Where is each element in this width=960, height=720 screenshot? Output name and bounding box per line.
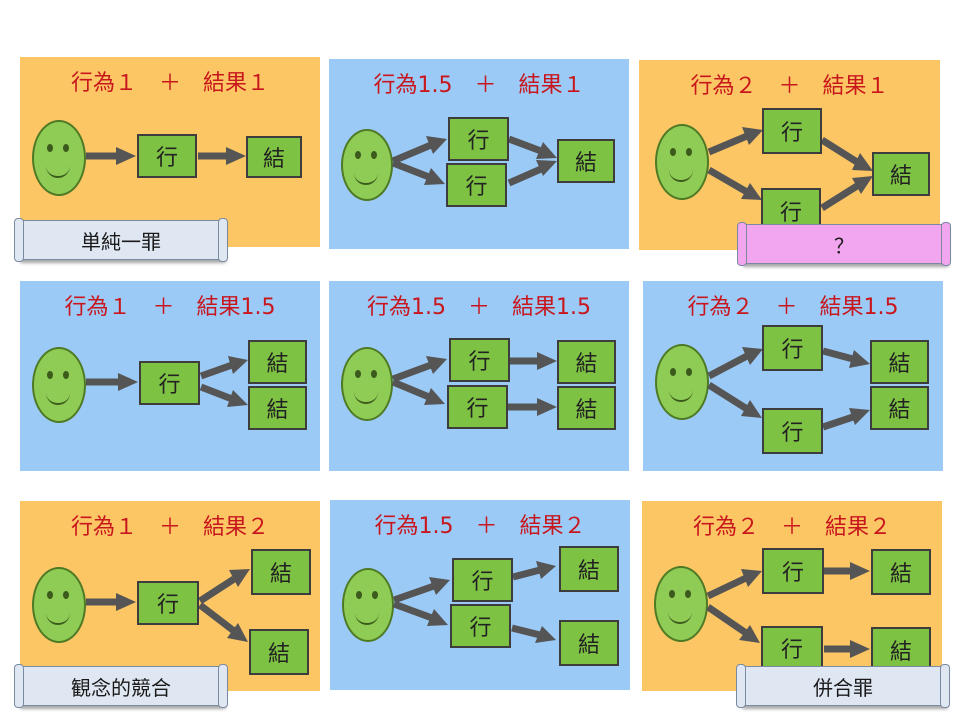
arrows [392, 561, 556, 643]
act-box: 行 [762, 548, 824, 594]
smiley-face-icon [32, 120, 86, 196]
result-box: 結 [249, 629, 309, 675]
smiley-face-icon [32, 567, 86, 643]
smiley-face-icon [655, 124, 709, 200]
act-box: 行 [449, 338, 510, 382]
act-box: 行 [137, 134, 197, 178]
result-box: 結 [251, 549, 311, 595]
arrows [86, 147, 246, 165]
result-box: 結 [872, 152, 930, 196]
panel-title: 行為１ ＋ 結果２ [70, 515, 269, 540]
arrows [707, 127, 873, 211]
label-ideal-concurrence: 観念的競合 [14, 664, 228, 708]
arrows [391, 135, 557, 187]
panel-title: 行為２ ＋ 結果１ [690, 74, 889, 99]
result-box: 結 [248, 340, 307, 384]
panel-title: 行為２ ＋ 結果２ [692, 515, 891, 540]
arrows [86, 356, 248, 407]
act-box: 行 [448, 117, 509, 161]
panel-act2-result2: 行為２ ＋ 結果２ 行 行 結 結 [642, 501, 942, 691]
act-box: 行 [762, 408, 823, 454]
panel-act1_5-result2: 行為1.5 ＋ 結果２ 行 行 結 結 [330, 500, 630, 690]
panel-title: 行為１ ＋ 結果1.5 [64, 295, 276, 320]
act-box: 行 [446, 163, 507, 207]
smiley-face-icon [655, 344, 709, 420]
label-unknown: ？ [737, 222, 951, 266]
arrows [707, 347, 870, 431]
act-box: 行 [447, 385, 508, 429]
panel-title: 行為1.5 ＋ 結果１ [373, 73, 585, 98]
result-box: 結 [557, 386, 616, 430]
panel-act1_5-result1_5: 行為1.5 ＋ 結果1.5 行 行 結 結 [329, 281, 629, 471]
label-simple-crime: 単純一罪 [14, 218, 228, 262]
smiley-face-icon [654, 566, 708, 642]
result-box: 結 [557, 340, 616, 384]
result-box: 結 [248, 386, 307, 430]
result-box: 結 [246, 136, 302, 178]
result-box: 結 [870, 386, 929, 430]
act-box: 行 [450, 604, 511, 648]
panel-title: 行為１ ＋ 結果１ [70, 71, 269, 96]
result-box: 結 [559, 546, 619, 592]
act-box: 行 [139, 361, 200, 405]
arrows [706, 562, 870, 658]
panel-title: 行為２ ＋ 結果1.5 [687, 295, 899, 320]
arrows [391, 352, 557, 416]
panel-act1-result1_5: 行為１ ＋ 結果1.5 行 結 結 [20, 281, 320, 471]
smiley-face-icon [341, 129, 393, 201]
panel-act2-result1_5: 行為２ ＋ 結果1.5 行 行 結 結 [643, 281, 943, 471]
panel-act2-result1: 行為２ ＋ 結果１ 行 行 結 [639, 60, 940, 250]
act-box: 行 [762, 108, 822, 154]
arrows [86, 569, 250, 642]
act-box: 行 [137, 581, 199, 625]
panel-title: 行為1.5 ＋ 結果２ [374, 514, 586, 539]
panel-act1-result2: 行為１ ＋ 結果２ 行 結 結 [20, 501, 320, 691]
smiley-face-icon [32, 347, 86, 423]
panel-act1_5-result1: 行為1.5 ＋ 結果１ 行 行 結 [329, 59, 629, 249]
panel-act1-result1: 行為１ ＋ 結果１ 行 結 [20, 57, 320, 247]
act-box: 行 [452, 558, 513, 602]
smiley-face-icon [342, 568, 394, 642]
panel-title: 行為1.5 ＋ 結果1.5 [367, 295, 591, 320]
result-box: 結 [871, 549, 931, 595]
result-box: 結 [870, 340, 929, 384]
act-box: 行 [762, 325, 823, 371]
result-box: 結 [559, 620, 619, 666]
result-box: 結 [871, 627, 931, 673]
smiley-face-icon [341, 347, 393, 421]
result-box: 結 [557, 139, 615, 183]
label-combined-crimes: 併合罪 [736, 664, 950, 708]
act-box: 行 [761, 626, 823, 670]
